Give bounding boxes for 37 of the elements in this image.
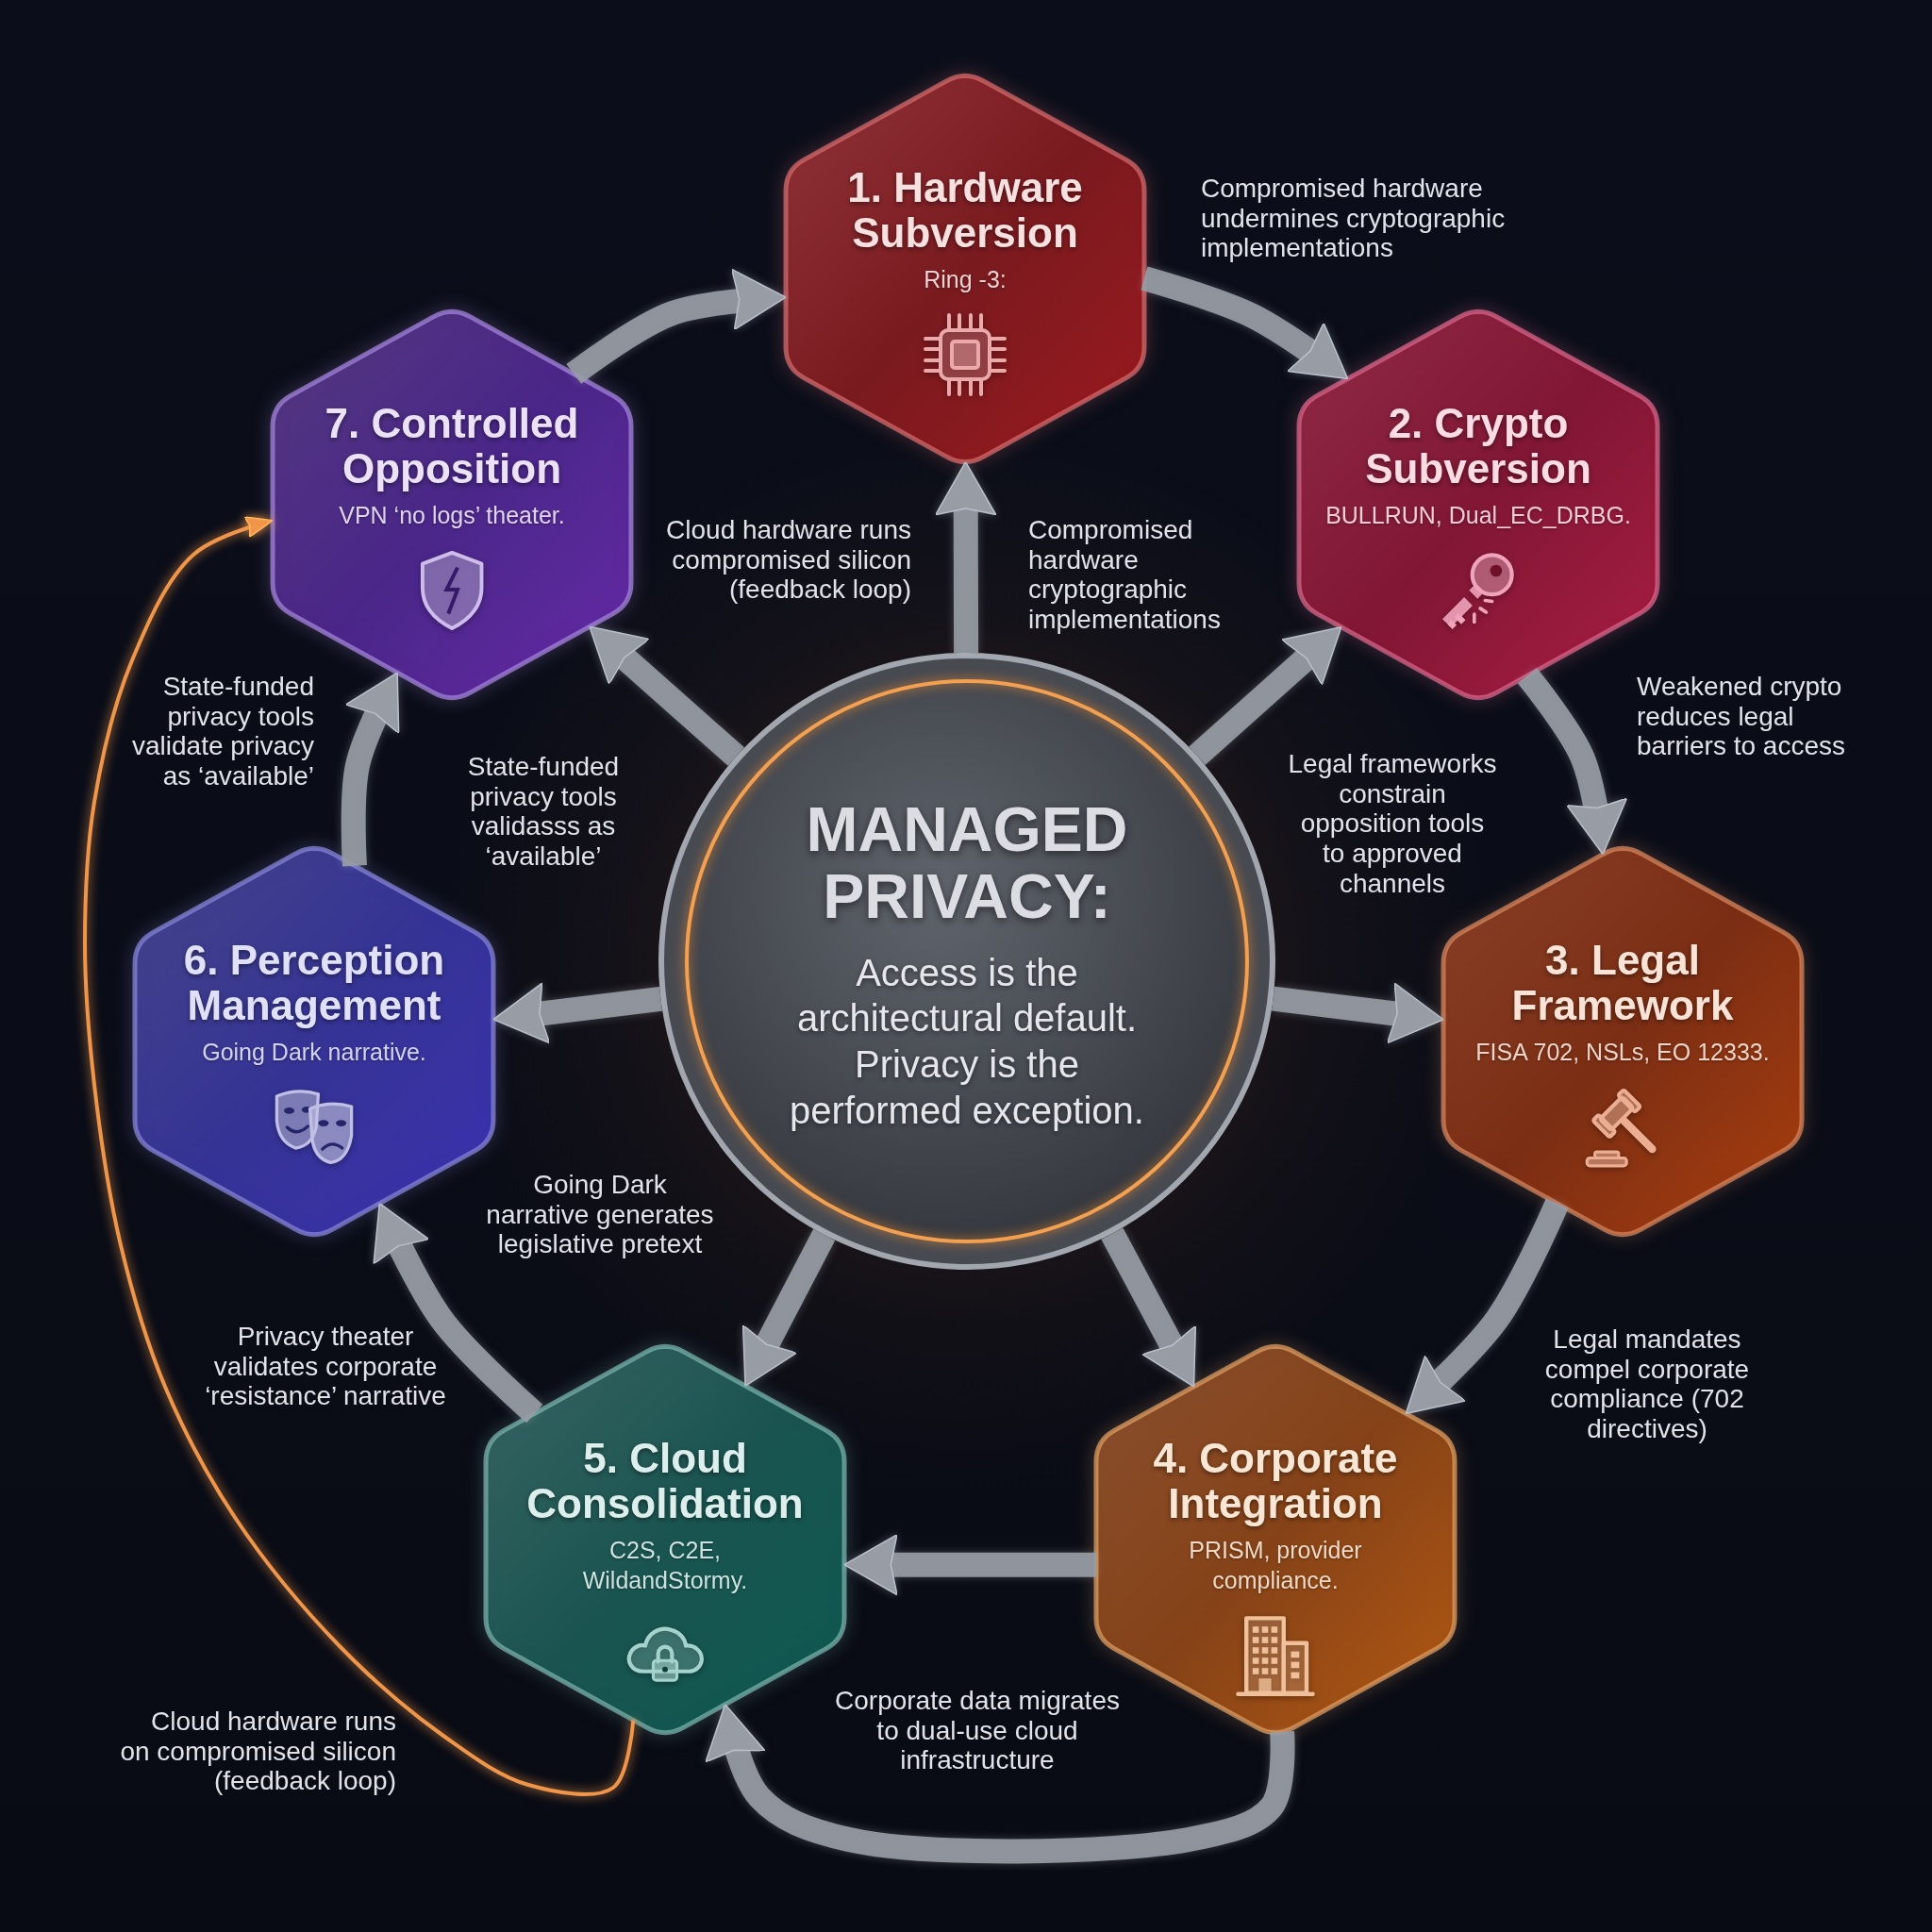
node-description: Going Dark narrative.: [201, 1037, 427, 1067]
arrow: [566, 269, 787, 384]
arrow: [1517, 668, 1627, 857]
node-description: VPN ‘no logs’ theater.: [338, 500, 566, 530]
annotation: Compromised hardware cryptographic implementations: [1028, 515, 1222, 635]
node-title: 3. Legal Framework: [1510, 938, 1735, 1029]
node-description: PRISM, provider compliance.: [1188, 1535, 1363, 1595]
arrow: [1272, 982, 1445, 1044]
node-title: 1. Hardware Subversion: [846, 165, 1084, 257]
arrow: [83, 516, 636, 1796]
node-title: 4. Corporate Integration: [1152, 1436, 1399, 1527]
arrow: [705, 1702, 1295, 1864]
node-title: 5. Cloud Consolidation: [525, 1436, 805, 1527]
node-title: 6. Perception Management: [182, 938, 446, 1029]
arrow: [934, 460, 997, 654]
annotation: Cloud hardware runs compromised silicon (feedback loop): [665, 515, 911, 605]
node-title: 7. Controlled Opposition: [324, 401, 580, 492]
node-title: 2. Crypto Subversion: [1364, 401, 1592, 492]
center-statement: Access is the architectural default. Privacy is the performed exception.: [789, 950, 1145, 1133]
annotation: Cloud hardware runs on compromised silicon (feedback loop): [119, 1707, 396, 1796]
node-description: BULLRUN, Dual_EC_DRBG.: [1324, 500, 1632, 530]
annotation: Corporate data migrates to dual-use cloud infrastructure: [834, 1686, 1121, 1775]
annotation: Legal mandates compel corporate compliance (702 directives): [1543, 1324, 1751, 1444]
arrow: [491, 982, 662, 1044]
node-description: FISA 702, NSLs, EO 12333.: [1474, 1037, 1771, 1067]
annotation: State-funded privacy tools validate privacy as ‘available’: [131, 672, 314, 791]
annotation: Going Dark narrative generates legislative pretext: [485, 1170, 715, 1259]
center-title: MANAGED PRIVACY:: [805, 796, 1129, 931]
annotation: Privacy theater validates corporate ‘resistance’ narrative: [204, 1322, 447, 1411]
arrow: [843, 1533, 1096, 1596]
annotation: State-funded privacy tools validasss as ‘available’: [466, 752, 621, 872]
node-description: Ring -3:: [923, 264, 1008, 294]
node-description: C2S, C2E, WildandStormy.: [581, 1535, 749, 1595]
hexagon-node: [786, 71, 1144, 467]
annotation: Compromised hardware undermines cryptographic implementations: [1201, 174, 1507, 263]
annotation: Weakened crypto reduces legal barriers to access: [1637, 672, 1846, 761]
annotation: Legal frameworks constrain opposition tools to approved channels: [1287, 749, 1498, 899]
